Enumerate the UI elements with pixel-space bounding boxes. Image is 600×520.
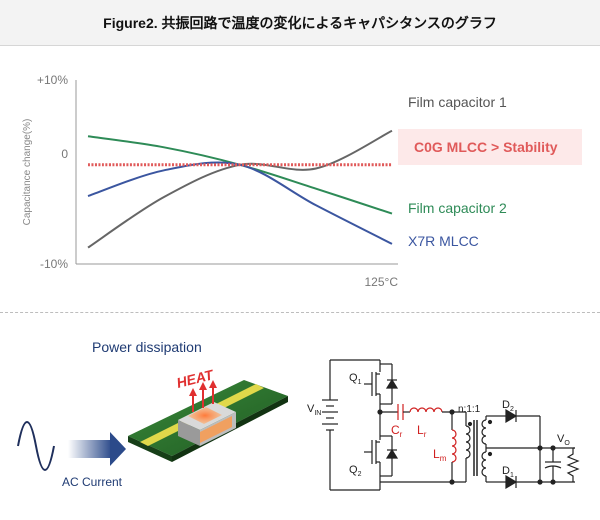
- lm-inductor-icon: [451, 429, 457, 463]
- title-bar: Figure2. 共振回路で温度の変化によるキャパシタンスのグラフ: [0, 0, 600, 46]
- vo-label: VO: [557, 433, 570, 447]
- lr-label: Lr: [417, 423, 427, 439]
- circuit-labels: VIN Q1 Q2 Cr Lr Lm n:1:1 D2 D1 VO: [307, 372, 570, 479]
- vin-label: VIN: [307, 403, 321, 417]
- c0g-highlight-box: [398, 129, 582, 165]
- turns-ratio-label: n:1:1: [458, 404, 481, 415]
- series-line-film-capacitor-2: [87, 135, 393, 215]
- figure-title: Figure2. 共振回路で温度の変化によるキャパシタンスのグラフ: [103, 15, 497, 31]
- series-line-film-capacitor-1: [87, 129, 393, 249]
- lr-inductor-icon: [409, 407, 443, 413]
- transformer-primary-icon: [465, 425, 471, 459]
- q2-mosfet-icon: [364, 412, 399, 490]
- power-dissipation-illustration: Power dissipation AC Current: [17, 339, 288, 489]
- q1-label: Q1: [349, 372, 362, 386]
- heat-arrows-icon: [189, 380, 217, 412]
- current-arrow-icon: [68, 432, 126, 466]
- transformer-secondary-2-icon: [481, 451, 487, 477]
- series-line-x7r-mlcc: [87, 161, 393, 245]
- x-end-label: 125°C: [365, 275, 399, 289]
- lm-label: Lm: [433, 447, 447, 463]
- q1-mosfet-icon: [364, 360, 399, 412]
- ac-current-label: AC Current: [62, 475, 123, 489]
- d1-diode-icon: [500, 474, 540, 490]
- y-tick-label-top: +10%: [37, 73, 68, 87]
- d2-label: D2: [502, 399, 514, 413]
- output-capacitor-icon: [544, 448, 562, 482]
- q2-label: Q2: [349, 464, 362, 478]
- series-label-x7r-mlcc: X7R MLCC: [408, 233, 479, 249]
- vin-source-icon: [322, 399, 338, 446]
- y-axis-label: Capacitance change(%): [22, 119, 33, 226]
- y-tick-label-bottom: -10%: [40, 257, 68, 271]
- capacitance-chart: +10% 0 -10% Capacitance change(%) 125°C …: [22, 73, 582, 289]
- y-tick-label-zero: 0: [61, 147, 68, 161]
- d1-label: D1: [502, 465, 514, 479]
- load-resistor-icon: [566, 448, 580, 482]
- mlcc-component: [178, 402, 236, 446]
- llc-resonant-circuit: [322, 359, 580, 491]
- section-divider: [0, 312, 600, 313]
- series-label-c0g-mlcc: C0G MLCC > Stability: [414, 139, 558, 155]
- power-dissipation-label: Power dissipation: [92, 339, 202, 355]
- transformer-secondary-1-icon: [481, 419, 487, 445]
- cr-capacitor-icon: [397, 404, 404, 420]
- cr-label: Cr: [391, 423, 403, 439]
- d2-diode-icon: [500, 408, 540, 424]
- ac-sine-wave-icon: [17, 421, 55, 471]
- series-label-film-capacitor-2: Film capacitor 2: [408, 200, 507, 216]
- series-label-film-capacitor-1: Film capacitor 1: [408, 94, 507, 110]
